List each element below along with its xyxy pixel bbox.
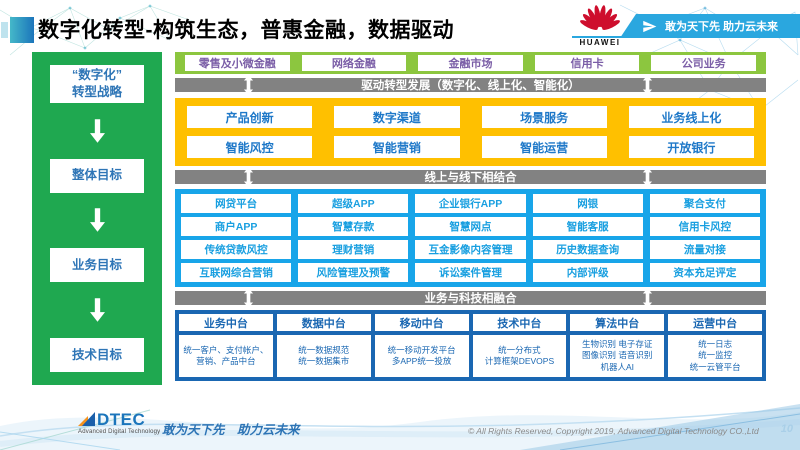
- up-down-arrow-icon: [642, 288, 653, 308]
- application-box: 诉讼案件管理: [415, 263, 526, 282]
- platform-header: 移动中台: [374, 314, 469, 331]
- platform-detail: 统一客户、支付帐户、营销、产品中台: [179, 335, 273, 377]
- up-down-arrow-icon: [642, 167, 653, 187]
- online-offline-bar-label: 线上与线下相结合: [424, 172, 517, 184]
- copyright-text: © All Rights Reserved, Copyright 2019, A…: [468, 426, 759, 436]
- footer-slogan: 敢为天下先 助力云未来: [162, 423, 300, 437]
- business-line-box: 公司业务: [651, 55, 756, 71]
- drive-bar-label: 驱动转型发展（数字化、线上化、智能化）: [361, 80, 580, 92]
- platform-header: 技术中台: [472, 314, 567, 331]
- capability-box: 产品创新: [187, 106, 313, 128]
- application-box: 企业银行APP: [415, 194, 526, 213]
- application-box: 智能客服: [532, 217, 643, 236]
- capability-box: 智能风控: [187, 136, 313, 158]
- strategy-item: 技术目标: [50, 338, 144, 372]
- business-lines-band: 零售及小微金融 网络金融 金融市场 信用卡 公司业务: [175, 52, 766, 74]
- adtec-triangle-icon: [78, 412, 95, 426]
- business-line-box: 网络金融: [301, 55, 407, 71]
- ribbon-slogan-text: 敢为天下先 助力云未来: [664, 21, 779, 33]
- application-box: 互联网综合营销: [181, 263, 292, 282]
- huawei-flower-icon: [580, 5, 620, 30]
- application-box: 风险管理及预警: [298, 263, 409, 282]
- down-arrow-icon: [89, 297, 105, 323]
- down-arrow-icon: [89, 207, 105, 233]
- application-band: 网贷平台 超级APP 企业银行APP 网银 聚合支付 商户APP 智慧存款 智慧…: [175, 189, 766, 287]
- application-box: 内部评级: [532, 263, 643, 282]
- diagram-main: 零售及小微金融 网络金融 金融市场 信用卡 公司业务 驱动转型发展（数字化、线上…: [175, 52, 766, 381]
- platform-detail: 统一日志 统一监控 统一云管平台: [668, 335, 762, 377]
- capability-box: 数字渠道: [334, 106, 460, 128]
- platform-detail: 生物识别 电子存证 图像识别 语音识别 机器人AI: [570, 335, 665, 377]
- strategy-item: 整体目标: [50, 158, 144, 193]
- business-line-box: 信用卡: [534, 55, 640, 71]
- application-box: 互金影像内容管理: [415, 240, 526, 259]
- application-box: 智慧存款: [298, 217, 409, 236]
- business-line-box: 零售及小微金融: [185, 55, 290, 71]
- ribbon-tail-line: [572, 36, 632, 38]
- application-box: 商户APP: [181, 217, 292, 236]
- strategy-panel: “数字化” 转型战略 整体目标 业务目标 技术目标: [32, 52, 162, 385]
- up-down-arrow-icon: [243, 75, 254, 95]
- capability-box: 业务线上化: [628, 106, 754, 128]
- page-title: 数字化转型-构筑生态，普惠金融，数据驱动: [38, 19, 454, 42]
- capability-box: 场景服务: [481, 106, 607, 128]
- platform-detail: 统一移动开发平台 多APP统一投放: [374, 335, 469, 377]
- platform-detail: 统一数据规范 统一数据集市: [276, 335, 371, 377]
- application-box: 信用卡风控: [649, 217, 760, 236]
- application-box: 智慧网点: [415, 217, 526, 236]
- paper-plane-icon: [643, 20, 657, 32]
- business-line-box: 金融市场: [418, 55, 523, 71]
- title-accent: [1, 17, 34, 43]
- up-down-arrow-icon: [243, 167, 254, 187]
- capability-box: 智能营销: [334, 136, 460, 158]
- page-number: 10: [780, 423, 793, 435]
- strategy-item: “数字化” 转型战略: [50, 65, 144, 103]
- platform-header: 运营中台: [668, 314, 762, 331]
- online-offline-bar: 线上与线下相结合: [175, 167, 766, 187]
- application-box: 网贷平台: [181, 194, 292, 213]
- drive-transformation-bar: 驱动转型发展（数字化、线上化、智能化）: [175, 75, 766, 95]
- huawei-logo: HUAWEI: [577, 4, 623, 47]
- adtec-logo: DTEC Advanced Digital Technology: [78, 410, 161, 435]
- application-box: 历史数据查询: [532, 240, 643, 259]
- application-box: 聚合支付: [649, 194, 760, 213]
- huawei-wordmark: HUAWEI: [579, 38, 621, 47]
- application-box: 传统贷款风控: [181, 240, 292, 259]
- tech-fusion-bar-label: 业务与科技相融合: [424, 293, 517, 305]
- down-arrow-icon: [89, 118, 105, 144]
- platform-band: 业务中台 数据中台 移动中台 技术中台 算法中台 运营中台 统一客户、支付帐户、…: [175, 310, 766, 381]
- platform-header: 业务中台: [179, 314, 273, 331]
- platform-detail: 统一分布式 计算框架DEVOPS: [472, 335, 567, 377]
- application-box: 网银: [532, 194, 643, 213]
- tech-fusion-bar: 业务与科技相融合: [175, 288, 766, 308]
- application-box: 流量对接: [649, 240, 760, 259]
- platform-header: 数据中台: [276, 314, 371, 331]
- slogan-ribbon: 敢为天下先 助力云未来: [620, 14, 800, 38]
- application-box: 超级APP: [298, 194, 409, 213]
- capability-box: 开放银行: [628, 136, 754, 158]
- application-box: 资本充足评定: [649, 263, 760, 282]
- capability-box: 智能运营: [481, 136, 607, 158]
- up-down-arrow-icon: [243, 288, 254, 308]
- application-box: 理财营销: [298, 240, 409, 259]
- up-down-arrow-icon: [642, 75, 653, 95]
- adtec-wordmark: DTEC: [97, 410, 146, 429]
- strategy-item: 业务目标: [50, 248, 144, 283]
- platform-header: 算法中台: [570, 314, 665, 331]
- adtec-subtext: Advanced Digital Technology: [78, 429, 161, 435]
- capability-band: 产品创新 数字渠道 场景服务 业务线上化 智能风控 智能营销 智能运营 开放银行: [175, 98, 766, 166]
